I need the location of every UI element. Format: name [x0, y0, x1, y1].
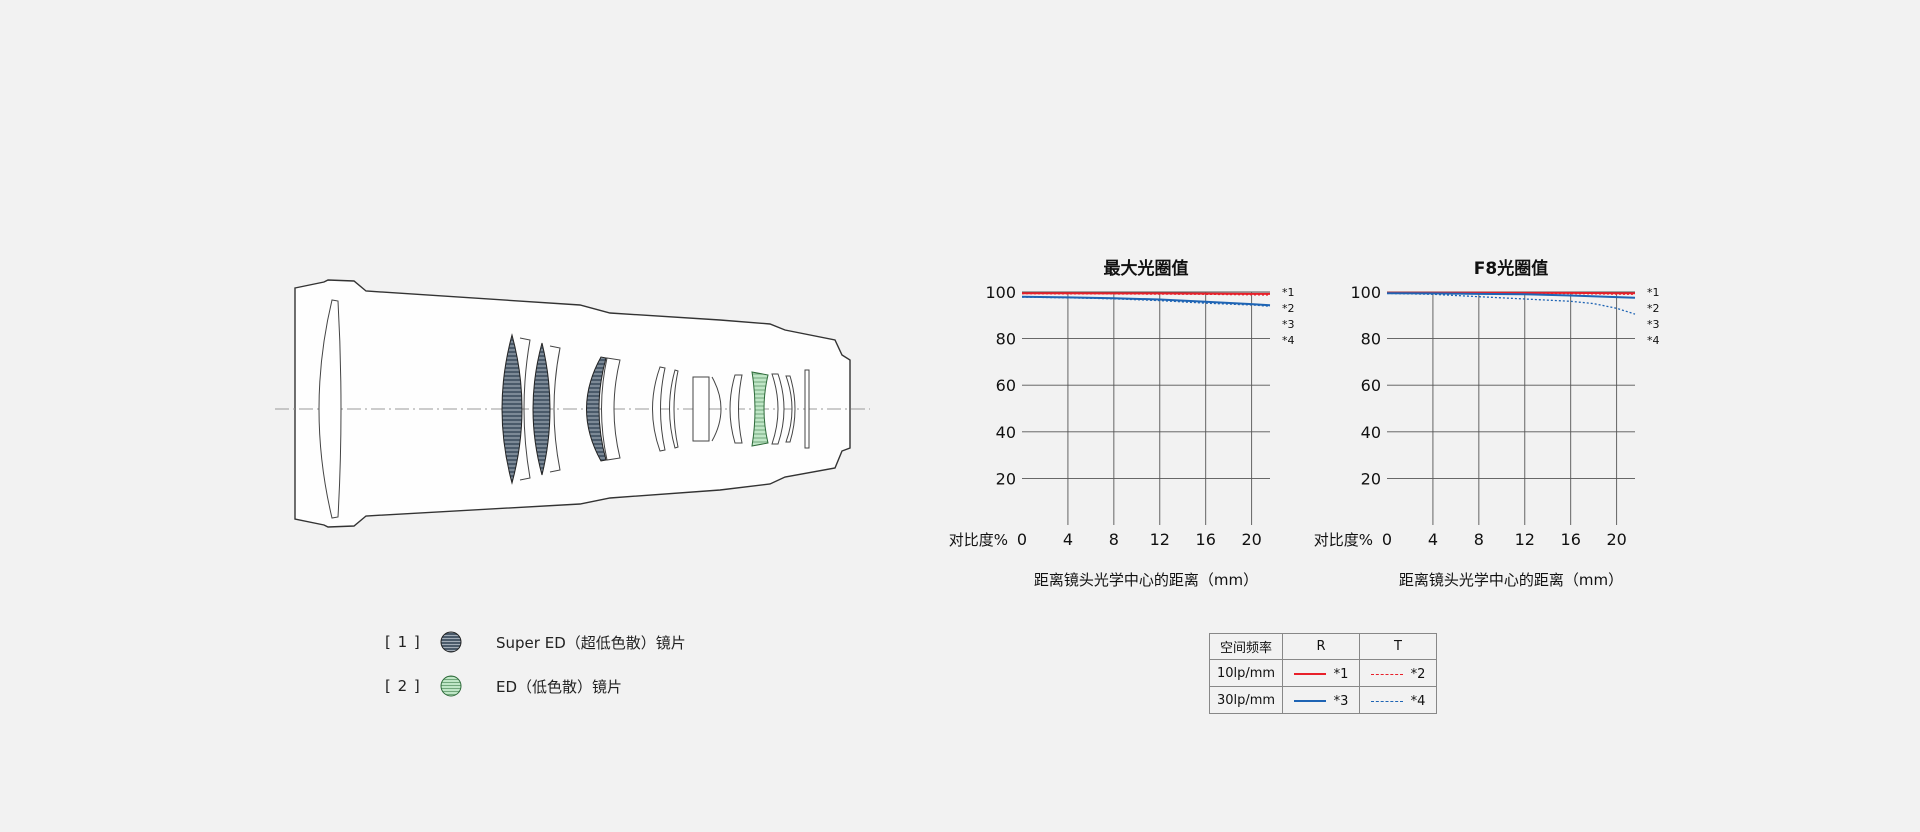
lens-element: [729, 374, 743, 444]
x-tick-label: 12: [1515, 530, 1535, 549]
curve-label: *1: [1647, 286, 1660, 299]
y-tick-label: 20: [996, 469, 1016, 488]
y-tick-label: 80: [996, 330, 1016, 349]
series-line: [1021, 296, 1271, 307]
y-tick-label: 60: [996, 376, 1016, 395]
solid-red-line-icon: [1293, 673, 1326, 676]
chart-title: 最大光圈值: [1104, 258, 1189, 279]
y-tick-label: 20: [1361, 469, 1381, 488]
table-row: 10lp/mm *1 *2: [1209, 659, 1437, 687]
x-tick-label: 12: [1150, 530, 1170, 549]
ed-element: [751, 371, 769, 447]
legend-number: [ 2 ]: [385, 677, 421, 695]
y-tick-label: 40: [996, 423, 1016, 442]
x-tick-label: 4: [1063, 530, 1073, 549]
lens-element: [771, 373, 785, 445]
table-cell-freq: 30lp/mm: [1209, 686, 1283, 714]
table-header-t: T: [1359, 633, 1437, 660]
x-tick-label: 8: [1474, 530, 1484, 549]
x-tick-label: 16: [1561, 530, 1581, 549]
curve-label: *4: [1647, 334, 1660, 347]
y-axis-label: 对比度%: [1314, 531, 1373, 549]
curve-label: *4: [1282, 334, 1295, 347]
dashed-red-line-icon: [1370, 674, 1403, 675]
table-header-r: R: [1282, 633, 1360, 660]
mtf-legend-table: 空间频率 R T 10lp/mm *1 *2 30lp/mm *3 *4: [1209, 633, 1437, 714]
x-tick-label: 0: [1382, 530, 1392, 549]
table-header-row: 空间频率 R T: [1209, 633, 1437, 660]
table-row: 30lp/mm *3 *4: [1209, 686, 1437, 714]
series-line: [1022, 292, 1270, 295]
table-cell-freq: 10lp/mm: [1209, 659, 1283, 687]
super-ed-element: [532, 342, 551, 476]
ed-swatch-icon: [440, 675, 462, 697]
lens-element: [692, 376, 710, 442]
curve-label: *3: [1282, 318, 1295, 331]
super-ed-element: [586, 356, 607, 462]
lens-element: [601, 357, 621, 461]
table-cell-r: *3: [1282, 686, 1360, 714]
series-line: [1386, 292, 1636, 299]
series-label: *2: [1410, 667, 1426, 682]
x-tick-label: 8: [1109, 530, 1119, 549]
x-tick-label: 16: [1196, 530, 1216, 549]
series-label: *1: [1333, 666, 1349, 682]
lens-element: [652, 366, 666, 452]
y-tick-label: 100: [985, 283, 1016, 302]
table-cell-t: *2: [1359, 659, 1437, 687]
lens-element: [669, 369, 679, 449]
table-cell-r: *1: [1282, 659, 1360, 687]
series-label: *4: [1410, 694, 1426, 709]
x-tick-label: 20: [1241, 530, 1261, 549]
table-header-freq: 空间频率: [1209, 633, 1283, 660]
lens-barrel-outline: [294, 279, 851, 528]
solid-blue-line-icon: [1293, 700, 1326, 703]
y-axis-label: 对比度%: [949, 531, 1008, 549]
lens-cross-section-diagram: [275, 279, 870, 528]
mtf-chart-max-aperture: 最大光圈值 20 40 60 80 100 0 4 8 12 16 20 对比度% 距离镜头光学中心的距离…: [949, 258, 1295, 589]
legend-label: ED（低色散）镜片: [496, 677, 623, 696]
legend-label: Super ED（超低色散）镜片: [496, 633, 686, 652]
series-line: [1021, 292, 1271, 296]
super-ed-element: [501, 333, 523, 485]
lens-element: [711, 376, 722, 442]
x-axis-label: 距离镜头光学中心的距离（mm）: [1399, 571, 1623, 589]
series-label: *3: [1333, 693, 1349, 709]
y-tick-label: 40: [1361, 423, 1381, 442]
series-line: [1386, 292, 1636, 315]
y-tick-label: 100: [1350, 283, 1381, 302]
front-lens-element: [318, 299, 342, 519]
x-axis-label: 距离镜头光学中心的距离（mm）: [1034, 571, 1258, 589]
legend-item-ed: [ 2 ] ED（低色散）镜片: [385, 674, 622, 698]
x-tick-label: 4: [1428, 530, 1438, 549]
curve-label: *2: [1282, 302, 1295, 315]
lens-element: [785, 375, 796, 443]
x-tick-label: 0: [1017, 530, 1027, 549]
dashed-blue-line-icon: [1370, 701, 1403, 702]
y-tick-label: 60: [1361, 376, 1381, 395]
mtf-chart-f8: F8光圈值 20 40 60 80 100 0 4 8 12 16 20 对比度% 距离镜头光学中心的距离…: [1314, 258, 1660, 589]
legend-number: [ 1 ]: [385, 633, 421, 651]
x-tick-label: 20: [1606, 530, 1626, 549]
chart-title: F8光圈值: [1474, 258, 1548, 279]
super-ed-swatch-icon: [440, 631, 462, 653]
legend-item-super-ed: [ 1 ] Super ED（超低色散）镜片: [385, 630, 686, 654]
y-tick-label: 80: [1361, 330, 1381, 349]
lens-element: [549, 345, 561, 473]
lens-element: [519, 337, 531, 481]
table-cell-t: *4: [1359, 686, 1437, 714]
curve-label: *1: [1282, 286, 1295, 299]
curve-label: *2: [1647, 302, 1660, 315]
rear-lens-element: [804, 369, 810, 449]
curve-label: *3: [1647, 318, 1660, 331]
